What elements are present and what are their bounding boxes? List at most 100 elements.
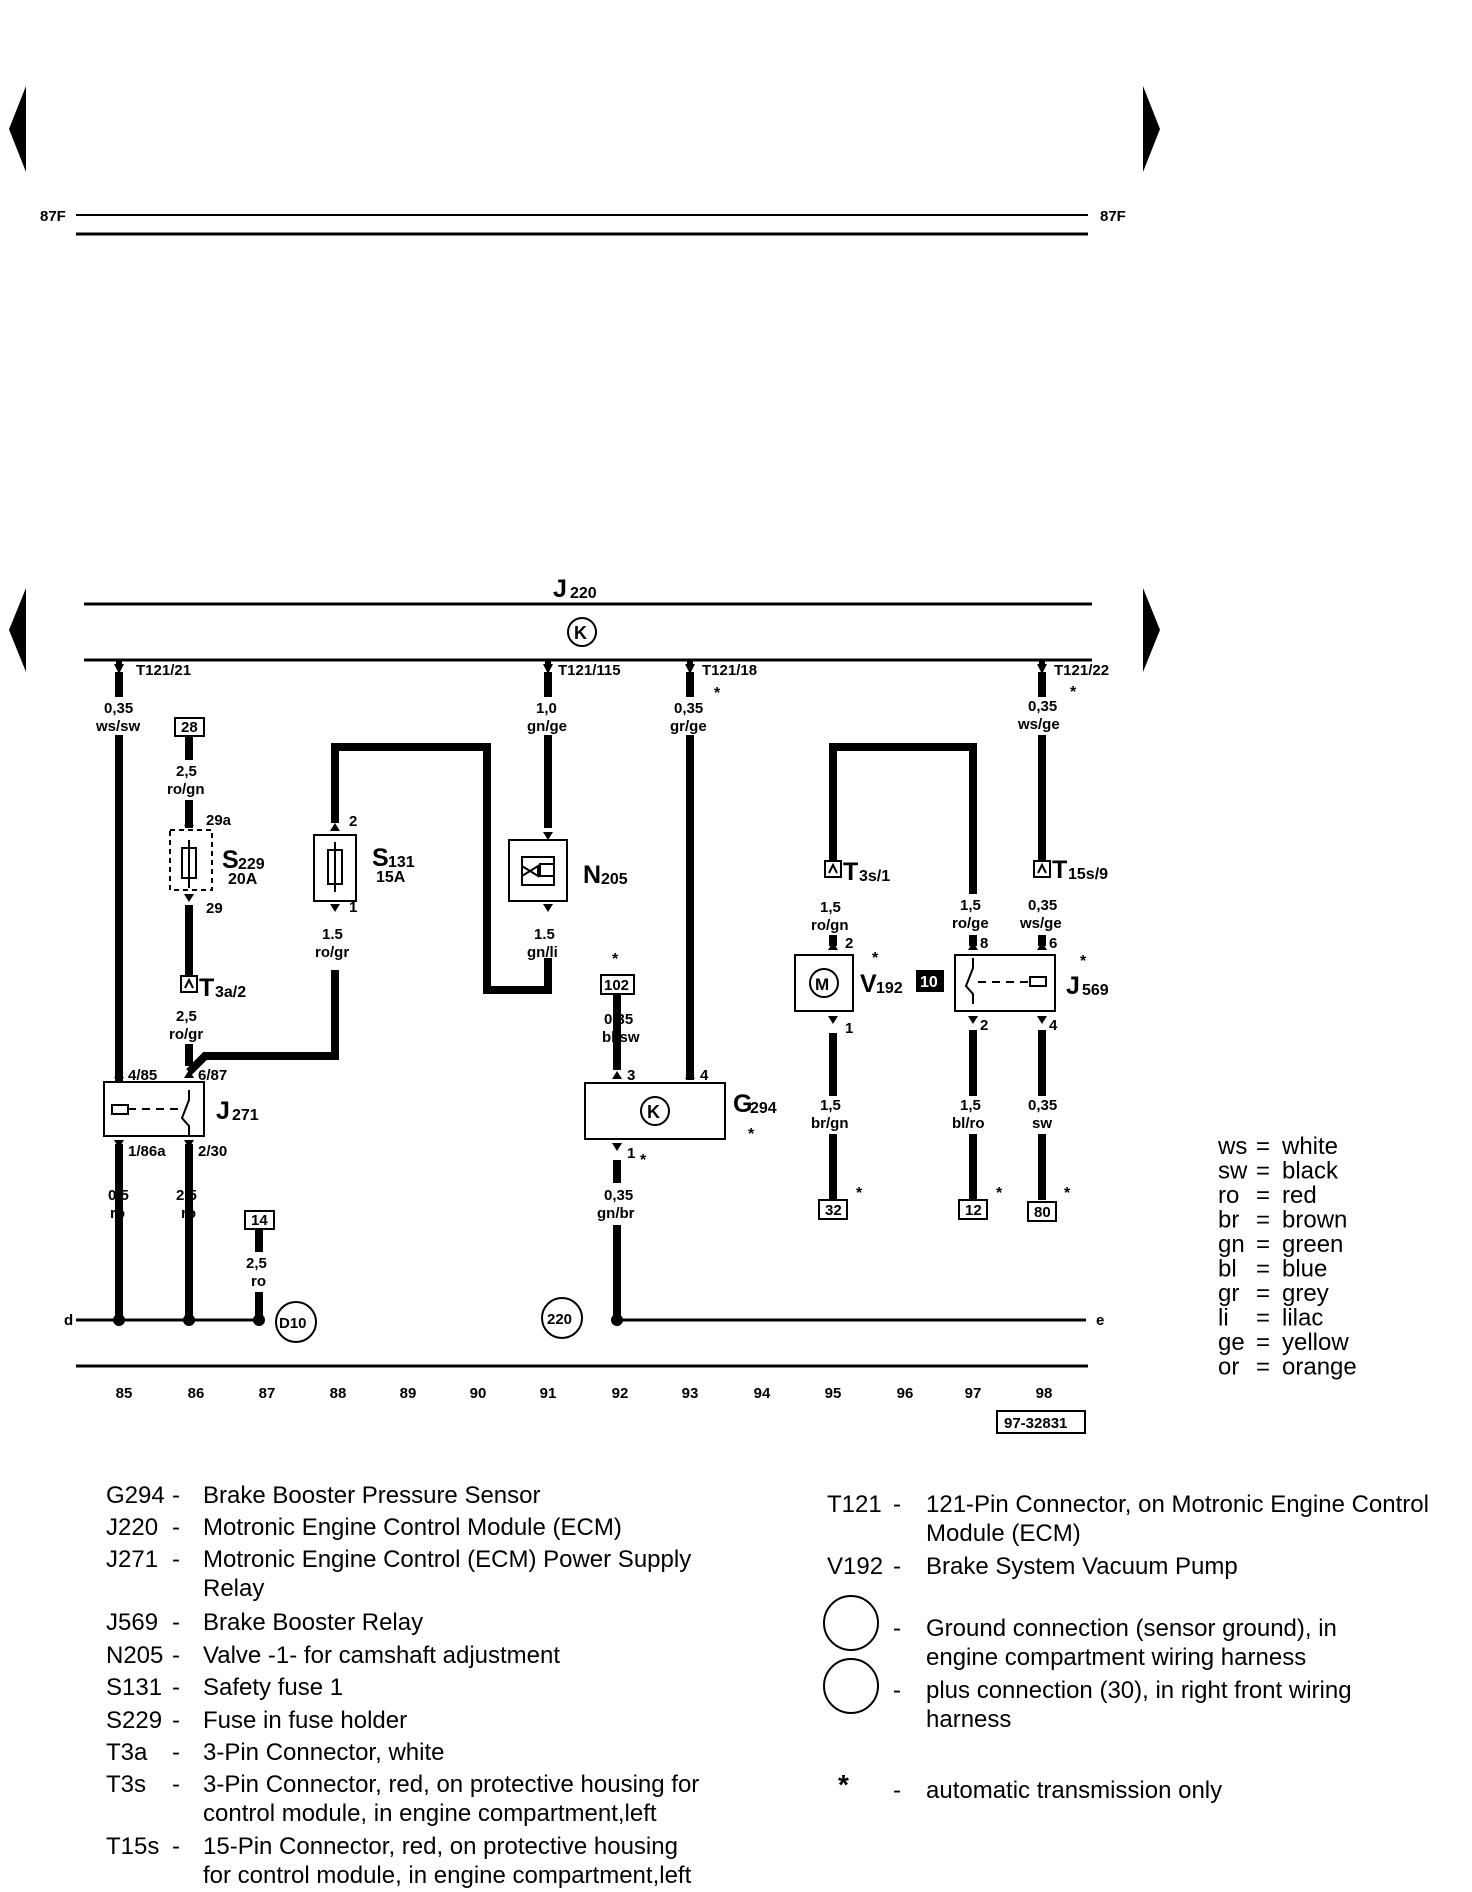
wire-paths [115, 672, 1046, 1320]
svg-text:J: J [1066, 972, 1080, 1000]
svg-text:S: S [222, 846, 239, 874]
color-key-name: black [1282, 1158, 1339, 1185]
pin-t121-115: T121/115 [558, 662, 621, 679]
track-92: 92 [612, 1385, 629, 1402]
legend-dash: - [172, 1642, 180, 1669]
wire-98a-size: 0,35 [1028, 698, 1057, 715]
legend-desc: control module, in engine compartment,le… [203, 1800, 657, 1827]
svg-text:4: 4 [700, 1067, 709, 1084]
legend-code: T3s [106, 1771, 146, 1798]
svg-text:15s/9: 15s/9 [1068, 866, 1108, 883]
wire-86b-size: 2,5 [176, 1008, 197, 1025]
color-key-code: gn [1218, 1231, 1245, 1258]
wire-95a-size: 1,5 [820, 899, 841, 916]
color-key-eq: = [1256, 1329, 1270, 1356]
ecm-pin-arrows [114, 660, 1047, 674]
svg-text:220: 220 [547, 1311, 572, 1328]
color-key-code: ge [1218, 1329, 1245, 1356]
track-86: 86 [188, 1385, 205, 1402]
svg-text:29a: 29a [206, 812, 232, 829]
ref-12-box [958, 1199, 988, 1220]
svg-text:e: e [1096, 1312, 1104, 1329]
j220-sub: 220 [570, 585, 597, 602]
fuse-s229: 29a 29 S 229 20A [169, 812, 265, 917]
svg-text:T: T [1052, 856, 1067, 884]
star-95: * [856, 1185, 863, 1202]
svg-text:S: S [372, 844, 389, 872]
svg-text:V: V [860, 970, 877, 998]
legend-desc: Brake System Vacuum Pump [926, 1553, 1238, 1580]
doc-ref-box [996, 1410, 1086, 1434]
wire-98c-color: sw [1032, 1115, 1052, 1132]
wire-86a-size: 2,5 [176, 763, 197, 780]
svg-text:d: d [64, 1312, 73, 1329]
svg-text:3s/1: 3s/1 [859, 868, 890, 885]
wire-87-color: ro [251, 1273, 266, 1290]
next-page-arrow-icon[interactable] [1143, 86, 1160, 172]
wire-91a-size: 1,0 [536, 700, 557, 717]
wire-93-size: 0,35 [674, 700, 703, 717]
wire-88-size: 1.5 [322, 926, 343, 943]
wire-97a-size: 1,5 [960, 897, 981, 914]
ref-102-box [600, 974, 635, 995]
wire-95b-color: br/gn [811, 1115, 849, 1132]
legend-desc: Valve -1- for camshaft adjustment [203, 1642, 560, 1669]
page-ref-right: 87F [1100, 208, 1126, 225]
prev-section-arrow-icon[interactable] [9, 588, 26, 672]
ref-102: 102 [604, 977, 629, 994]
wire-86b-color: ro/gr [169, 1026, 203, 1043]
legend-desc: 3-Pin Connector, white [203, 1739, 444, 1766]
svg-text:1: 1 [845, 1020, 853, 1037]
svg-text:D10: D10 [279, 1315, 307, 1332]
legend-desc: 3-Pin Connector, red, on protective hous… [203, 1771, 699, 1798]
color-key-name: grey [1282, 1280, 1329, 1307]
legend-code: J271 [106, 1546, 158, 1573]
ref-32-box [818, 1199, 848, 1220]
color-key-name: lilac [1282, 1305, 1323, 1332]
ref-80-box [1027, 1201, 1057, 1222]
ground-220: 220 [541, 1297, 583, 1339]
legend-desc: Ground connection (sensor ground), in [926, 1615, 1337, 1642]
track-98: 98 [1036, 1385, 1053, 1402]
track-95: 95 [825, 1385, 842, 1402]
track-90: 90 [470, 1385, 487, 1402]
legend-code: G294 [106, 1482, 165, 1509]
color-key-name: blue [1282, 1256, 1327, 1283]
svg-text:G: G [733, 1090, 752, 1118]
wire-98b-color: ws/ge [1019, 915, 1062, 932]
legend-d10-circle [823, 1658, 879, 1714]
legend-dash: - [893, 1491, 901, 1518]
legend-220-circle [823, 1595, 879, 1651]
legend-code: S229 [106, 1707, 162, 1734]
color-key-code: or [1218, 1354, 1239, 1381]
legend-desc: Brake Booster Relay [203, 1609, 423, 1636]
next-section-arrow-icon[interactable] [1143, 588, 1160, 672]
wire-97b-size: 1,5 [960, 1097, 981, 1114]
ref-28-box [174, 717, 205, 737]
track-87: 87 [259, 1385, 276, 1402]
svg-text:*: * [748, 1126, 755, 1143]
legend-dash: - [172, 1771, 180, 1798]
legend-code: S131 [106, 1674, 162, 1701]
sensor-g294: K 3 4 1 G 294 * * * [584, 951, 777, 1169]
wire-97a-color: ro/ge [952, 915, 989, 932]
legend-desc: Relay [203, 1575, 264, 1602]
svg-text:2: 2 [349, 813, 357, 830]
star-97: * [996, 1185, 1003, 1202]
color-key-code: ws [1217, 1133, 1247, 1160]
legend-desc: 15-Pin Connector, red, on protective hou… [203, 1833, 678, 1860]
ref-12: 12 [965, 1202, 982, 1219]
legend-desc: for control module, in engine compartmen… [203, 1862, 692, 1889]
svg-text:192: 192 [876, 980, 903, 997]
svg-text:1: 1 [627, 1145, 635, 1162]
color-key-eq: = [1256, 1280, 1270, 1307]
legend-desc: Brake Booster Pressure Sensor [203, 1482, 541, 1509]
legend-dash: - [172, 1609, 180, 1636]
svg-text:6/87: 6/87 [198, 1067, 227, 1084]
svg-text:29: 29 [206, 900, 223, 917]
doc-ref: 97-32831 [1004, 1415, 1067, 1432]
wire-92a-color: bl/sw [602, 1029, 640, 1046]
prev-page-arrow-icon[interactable] [9, 86, 26, 172]
wire-labels: 0,35 ws/sw 2,5 ro/gn 2,5 ro/gr 1.5 ro/gr… [95, 698, 1062, 1290]
connector-t3s: T 3s/1 [824, 858, 890, 886]
